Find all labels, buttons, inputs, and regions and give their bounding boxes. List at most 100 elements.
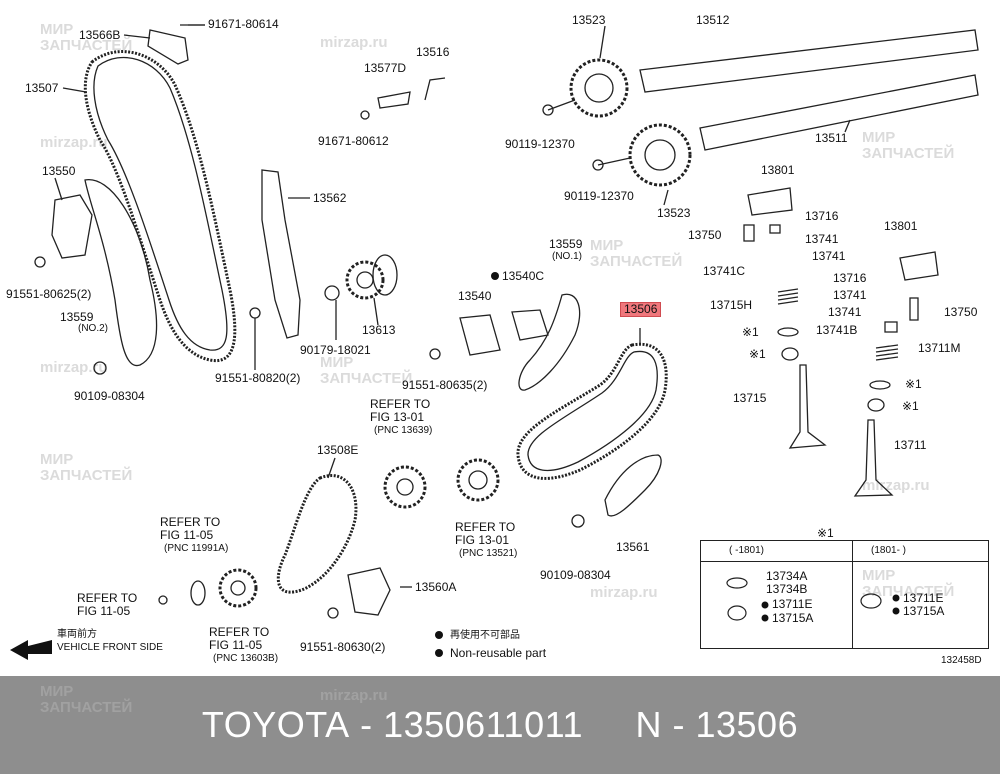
label-13559-no1-sub: (NO.1) (552, 251, 582, 262)
label-13540: 13540 (458, 289, 492, 303)
label-13741-b: 13741 (812, 249, 846, 263)
tensioner-13550 (51, 194, 93, 259)
refer-fig-11-05-c-l2: FIG 11-05 (209, 638, 263, 652)
vehicle-front-arrow-icon (10, 640, 52, 660)
watermark-line1: МИР (40, 451, 74, 468)
label-13741B: 13741B (816, 323, 858, 337)
watermark-line1: МИР (320, 354, 354, 371)
valve-13715 (788, 364, 827, 449)
refer-fig-13-01-a-l2: FIG 13-01 (370, 410, 425, 424)
watermark-line1: МИР (862, 567, 896, 584)
camshaft-13511 (699, 74, 979, 151)
refer-fig-11-05-a-l3: (PNC 11991A) (164, 543, 229, 554)
gasket-13540C (511, 309, 549, 341)
label-13559-no2: 13559 (60, 310, 94, 324)
label-13511: 13511 (815, 131, 848, 145)
watermark: mirzap.ru (40, 135, 108, 151)
legend-non-reusable-jp: 再使用不可部品 (450, 630, 520, 641)
footer-part-number: 1350611011 (383, 704, 583, 745)
watermark-line1: МИР (40, 21, 74, 38)
label-13715: 13715 (733, 391, 767, 405)
inset-header-divider (701, 561, 988, 562)
footer-gap (583, 704, 636, 746)
watermark-line2: ЗАПЧАСТЕЙ (40, 37, 133, 54)
crank-sprocket (218, 568, 258, 608)
inset-drawing (726, 577, 900, 622)
label-91551-80630: 91551-80630(2) (300, 640, 386, 654)
watermark-site: mirzap.ru (320, 687, 388, 704)
chain-guide-13566B (147, 29, 189, 65)
inset-13715A-b: 13715A (903, 604, 945, 618)
watermark-line2: ЗАПЧАСТЕЙ (862, 145, 955, 162)
label-13559-no1: 13559 (549, 237, 583, 251)
label-90109-08304-b: 90109-08304 (540, 568, 611, 582)
label-star1-c: ※1 (905, 377, 922, 391)
label-13750-a: 13750 (688, 228, 722, 242)
damper-13562 (261, 169, 301, 339)
footer-sep1: - (349, 704, 384, 745)
inset-column-divider (852, 541, 853, 648)
watermark-line2: ЗАПЧАСТЕЙ (320, 370, 413, 387)
label-13523-upper: 13523 (572, 13, 606, 27)
refer-fig-13-01-a-l3: (PNC 13639) (374, 425, 433, 436)
watermark: mirzap.ru (862, 478, 930, 494)
watermark: mirzap.ru (320, 688, 388, 704)
watermark: mirzap.ru (590, 585, 658, 601)
camshaft-13512 (639, 29, 979, 93)
label-90109-08304-a: 90109-08304 (74, 389, 145, 403)
refer-fig-11-05-a-l1: REFER TO (160, 515, 221, 529)
label-13561: 13561 (616, 540, 650, 554)
label-13523-lower: 13523 (657, 206, 691, 220)
label-13566B: 13566B (79, 28, 121, 42)
label-13741-c: 13741 (833, 288, 867, 302)
legend-dot-icon (435, 649, 443, 657)
label-90119-12370-a: 90119-12370 (505, 137, 575, 151)
label-13562: 13562 (313, 191, 347, 205)
watermark-line2: ЗАПЧАСТЕЙ (862, 583, 955, 600)
refer-fig-13-01-b-l3: (PNC 13521) (459, 548, 518, 559)
label-13716-a: 13716 (805, 209, 839, 223)
watermark-line1: МИР (862, 129, 896, 146)
label-90179-18021: 90179-18021 (300, 343, 371, 357)
inset-13711E-a: 13711E (772, 597, 813, 611)
label-13550: 13550 (42, 164, 76, 178)
footer-title: TOYOTA - 1350611011 N - 13506 (0, 676, 1000, 774)
watermark-site: mirzap.ru (40, 134, 108, 151)
refer-fig-13-01-b-l2: FIG 13-01 (455, 533, 510, 547)
refer-fig-11-05-a-l2: FIG 11-05 (160, 528, 214, 542)
footer-sep2: - (661, 704, 696, 745)
label-91551-80635: 91551-80635(2) (402, 378, 488, 392)
inset-13715A-a: 13715A (772, 611, 814, 625)
non-reusable-dot-icon (491, 272, 499, 280)
refer-fig-13-01-b-l1: REFER TO (455, 520, 516, 534)
label-13716-b: 13716 (833, 271, 867, 285)
gear-lower-right (456, 458, 500, 502)
parts-drawing (10, 24, 979, 660)
inset-table: ( -1801) (1801- ) 13734A 13734B 13711E 1… (700, 540, 989, 649)
inset-title: ※1 (817, 526, 834, 540)
label-13577D: 13577D (364, 61, 407, 75)
label-13801-b: 13801 (884, 219, 918, 233)
label-13741-d: 13741 (828, 305, 862, 319)
tensioner-13560A (347, 567, 391, 616)
label-13750-b: 13750 (944, 305, 978, 319)
label-13506-highlighted[interactable]: 13506 (620, 302, 662, 317)
watermark-site: mirzap.ru (862, 477, 930, 494)
refer-fig-11-05-b-l1: REFER TO (77, 591, 138, 605)
watermark-line2: ЗАПЧАСТЕЙ (590, 253, 683, 270)
label-star1-b: ※1 (749, 347, 766, 361)
label-star1-a: ※1 (742, 325, 759, 339)
slipper-13559-no1 (518, 293, 581, 391)
inset-13734B: 13734B (766, 582, 808, 596)
watermark-line1: МИР (590, 237, 624, 254)
vehicle-front-en: VEHICLE FRONT SIDE (57, 642, 163, 653)
watermark: mirzap.ru (40, 360, 108, 376)
inset-13734A: 13734A (766, 569, 808, 583)
watermark: mirzap.ru (320, 35, 388, 51)
